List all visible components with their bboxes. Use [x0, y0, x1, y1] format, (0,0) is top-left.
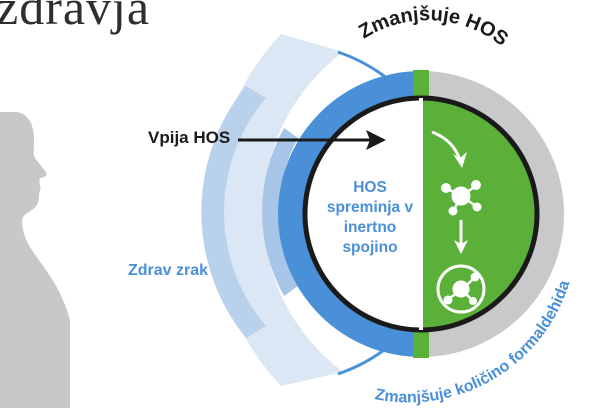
converts-line-1: HOS	[353, 179, 387, 196]
air-wave-arc-2	[262, 128, 298, 296]
page-title: zdravja	[0, 0, 151, 35]
person-silhouette-icon	[0, 112, 70, 408]
green-ring-tab-top	[413, 70, 429, 98]
arrow-down-straight-icon	[454, 220, 468, 254]
green-ring-tab-bottom	[413, 330, 429, 358]
arrow-down-icon	[431, 130, 467, 168]
healthy-air-label: Zdrav zrak	[128, 262, 209, 279]
air-wave-arc-1	[201, 86, 266, 338]
inner-disk-green-half	[421, 98, 537, 330]
converts-line-2: spreminja v	[326, 199, 414, 216]
converts-line-3: inertno	[343, 219, 397, 236]
arrow-right-icon	[238, 130, 386, 150]
gray-ring-half	[420, 71, 564, 357]
molecule-circled-icon	[436, 264, 486, 314]
absorbs-voc-label: Vpija HOS	[148, 128, 231, 147]
molecule-icon	[441, 180, 482, 216]
converts-line-4: spojino	[342, 239, 398, 256]
converts-text: HOS spreminja v inertno spojino	[318, 178, 422, 258]
blue-ring-half	[278, 71, 422, 357]
reduces-voc-label: Zmanjšuje HOS	[355, 3, 512, 50]
